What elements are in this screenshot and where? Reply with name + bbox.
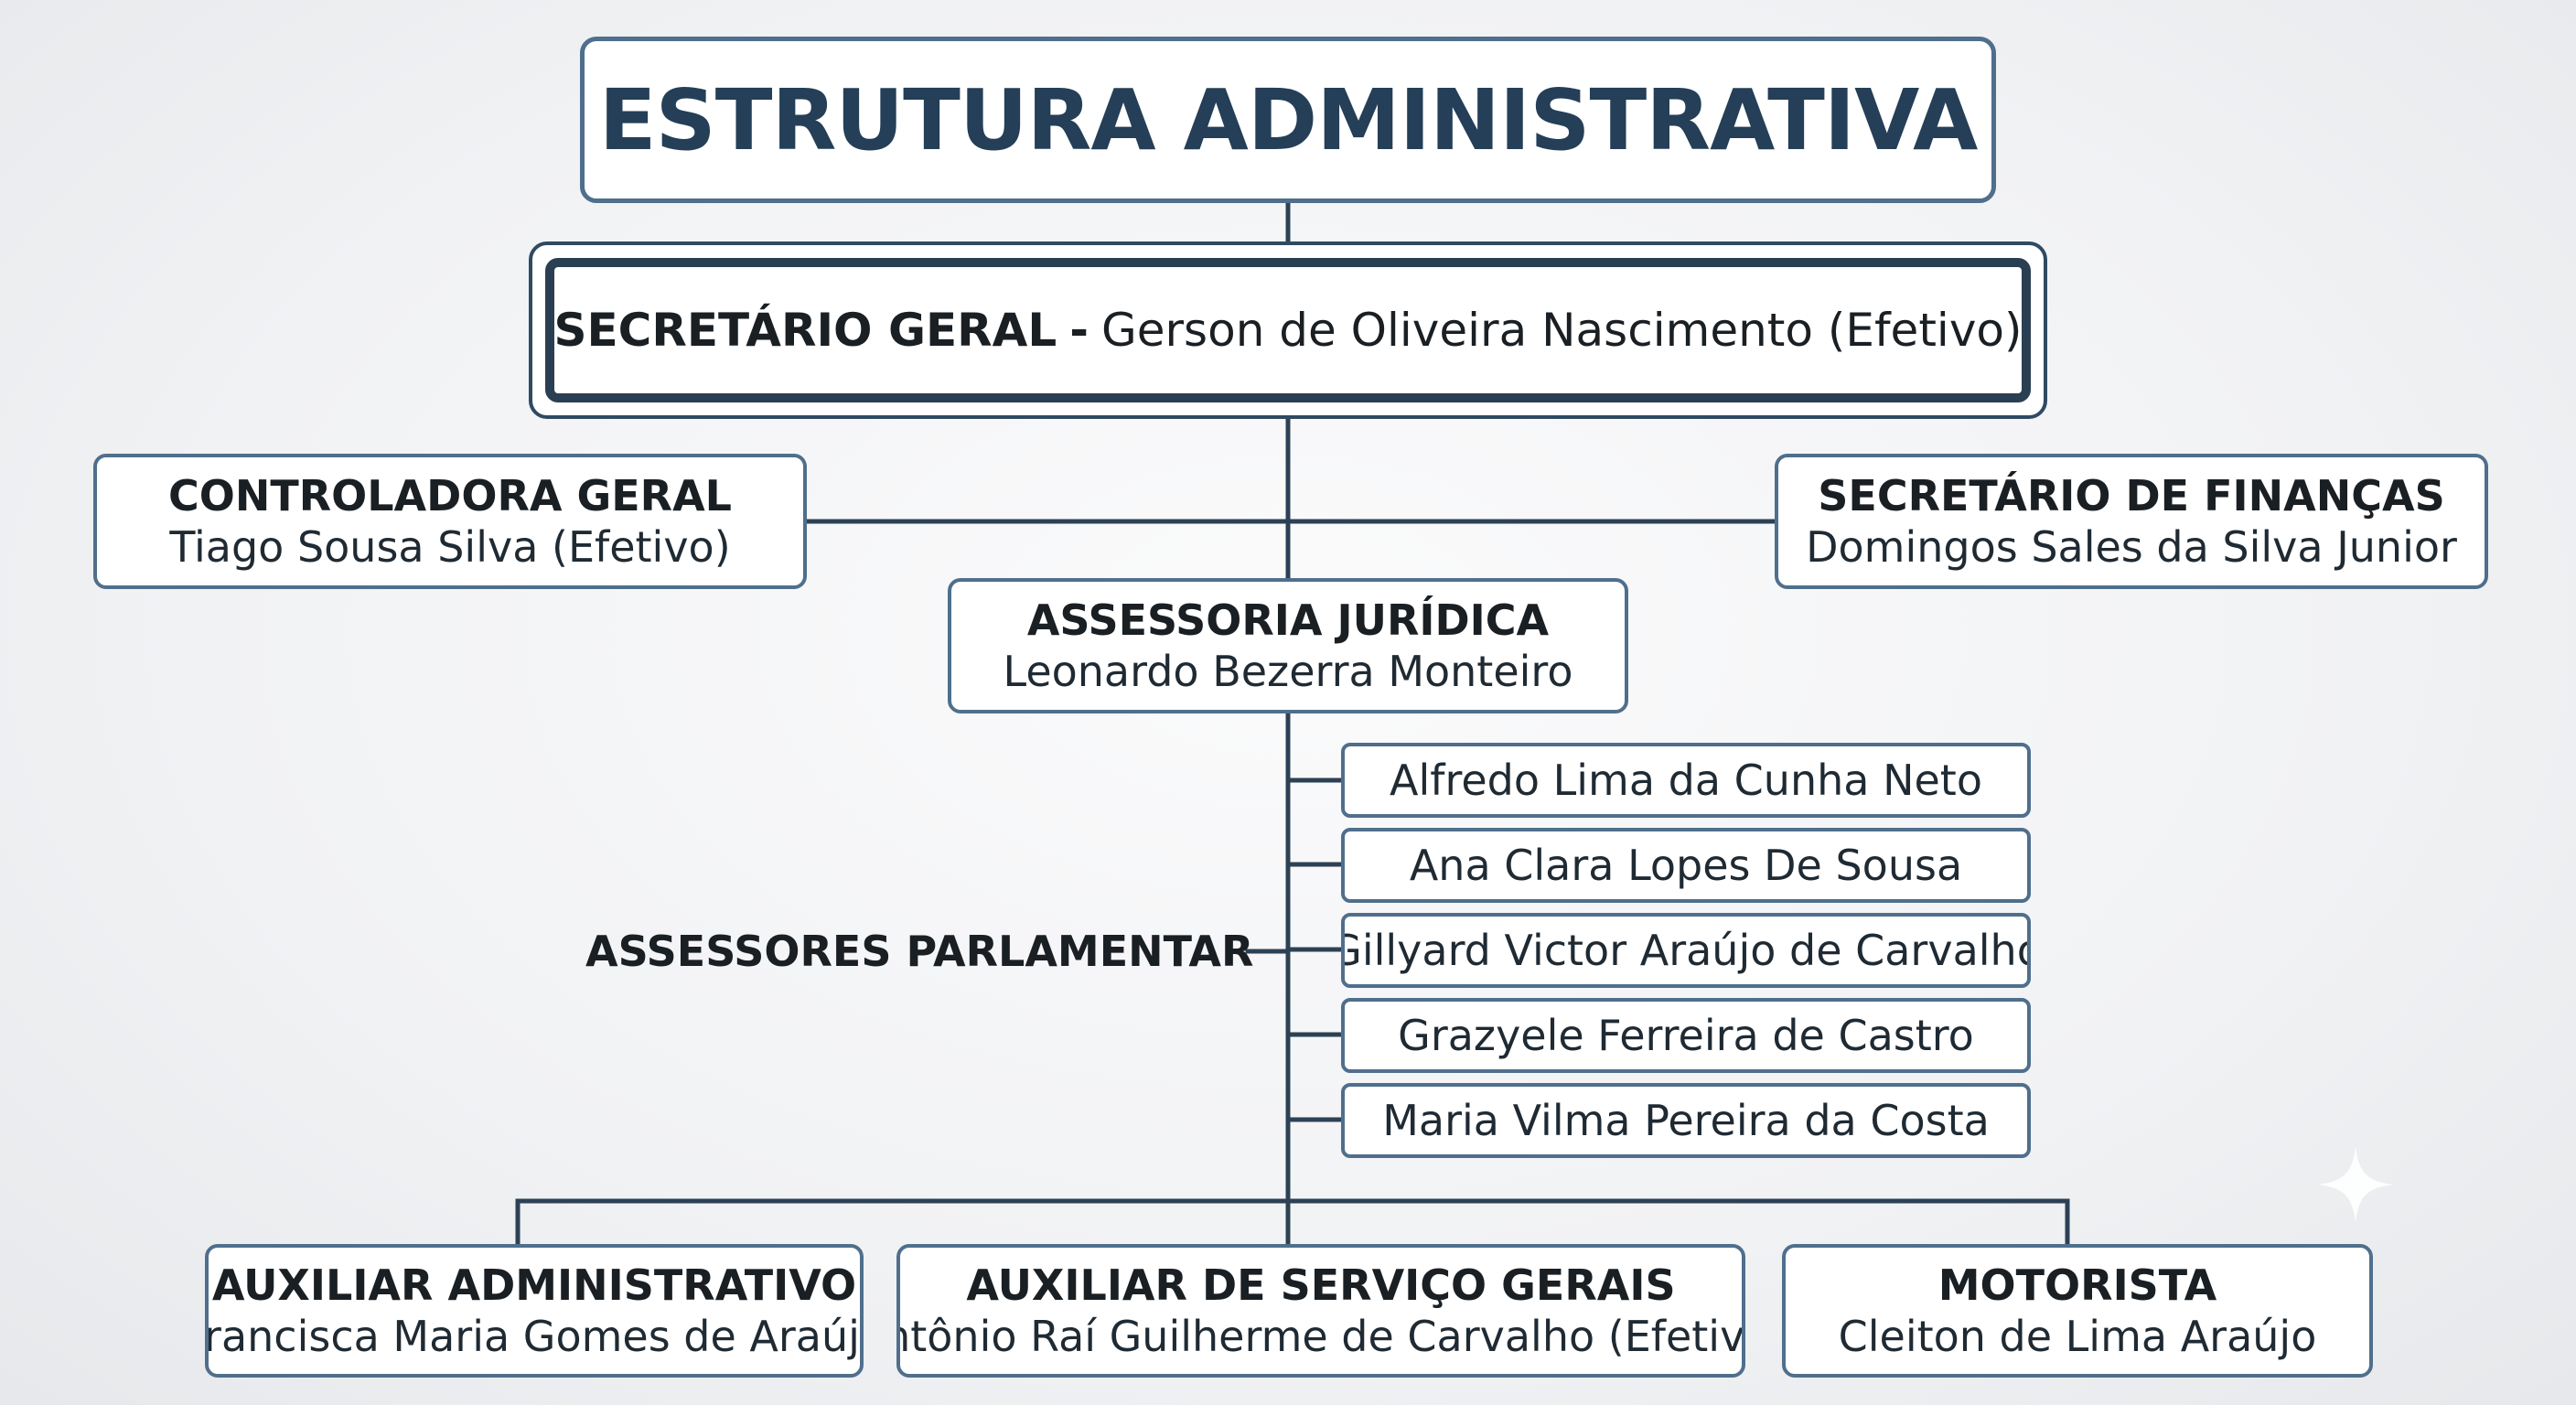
secretario-geral-role: SECRETÁRIO GERAL [553,304,1057,357]
assessor-name: Maria Vilma Pereira da Costa [1382,1096,1990,1145]
assessoria-juridica-name: Leonardo Bezerra Monteiro [1003,647,1573,696]
assessores-parlamentar-label: ASSESSORES PARLAMENTAR [585,927,1254,976]
assessor-name: Gillyard Victor Araújo de Carvalho [1341,926,2031,975]
secretario-geral-box: SECRETÁRIO GERAL - Gerson de Oliveira Na… [529,241,2047,419]
page-title: ESTRUTURA ADMINISTRATIVA [598,70,1979,169]
controladora-geral-box: CONTROLADORA GERAL Tiago Sousa Silva (Ef… [93,454,807,589]
secretario-financas-role: SECRETÁRIO DE FINANÇAS [1818,471,2445,520]
assessor-box: Alfredo Lima da Cunha Neto [1341,743,2031,818]
auxiliar-servico-gerais-box: AUXILIAR DE SERVIÇO GERAIS Antônio Raí G… [896,1244,1745,1378]
secretario-geral-separator: - [1069,304,1089,357]
controladora-geral-name: Tiago Sousa Silva (Efetivo) [169,522,731,572]
assessor-name: Ana Clara Lopes De Sousa [1409,841,1963,890]
auxiliar-administrativo-box: AUXILIAR ADMINISTRATIVO Francisca Maria … [205,1244,864,1378]
assessor-name: Alfredo Lima da Cunha Neto [1390,756,1982,805]
assessor-box: Ana Clara Lopes De Sousa [1341,828,2031,903]
secretario-geral-inner: SECRETÁRIO GERAL - Gerson de Oliveira Na… [545,258,2031,402]
sparkle-icon [2317,1146,2394,1223]
secretario-financas-name: Domingos Sales da Silva Junior [1806,522,2457,572]
secretario-geral-name: Gerson de Oliveira Nascimento (Efetivo) [1100,304,2023,357]
assessoria-juridica-role: ASSESSORIA JURÍDICA [1026,595,1550,645]
controladora-geral-role: CONTROLADORA GERAL [167,471,732,520]
auxiliar-servico-gerais-name: Antônio Raí Guilherme de Carvalho (Efeti… [896,1312,1745,1361]
auxiliar-administrativo-role: AUXILIAR ADMINISTRATIVO [211,1260,857,1310]
motorista-role: MOTORISTA [1937,1260,2217,1310]
motorista-name: Cleiton de Lima Araújo [1838,1312,2317,1361]
motorista-box: MOTORISTA Cleiton de Lima Araújo [1782,1244,2373,1378]
assessor-box: Maria Vilma Pereira da Costa [1341,1083,2031,1158]
assessor-box: Grazyele Ferreira de Castro [1341,998,2031,1073]
secretario-financas-box: SECRETÁRIO DE FINANÇAS Domingos Sales da… [1775,454,2488,589]
auxiliar-servico-gerais-role: AUXILIAR DE SERVIÇO GERAIS [966,1260,1676,1310]
assessoria-juridica-box: ASSESSORIA JURÍDICA Leonardo Bezerra Mon… [948,578,1628,713]
assessor-name: Grazyele Ferreira de Castro [1398,1011,1974,1060]
title-box: ESTRUTURA ADMINISTRATIVA [580,37,1996,203]
assessor-box: Gillyard Victor Araújo de Carvalho [1341,913,2031,988]
auxiliar-administrativo-name: Francisca Maria Gomes de Araújo [205,1312,864,1361]
